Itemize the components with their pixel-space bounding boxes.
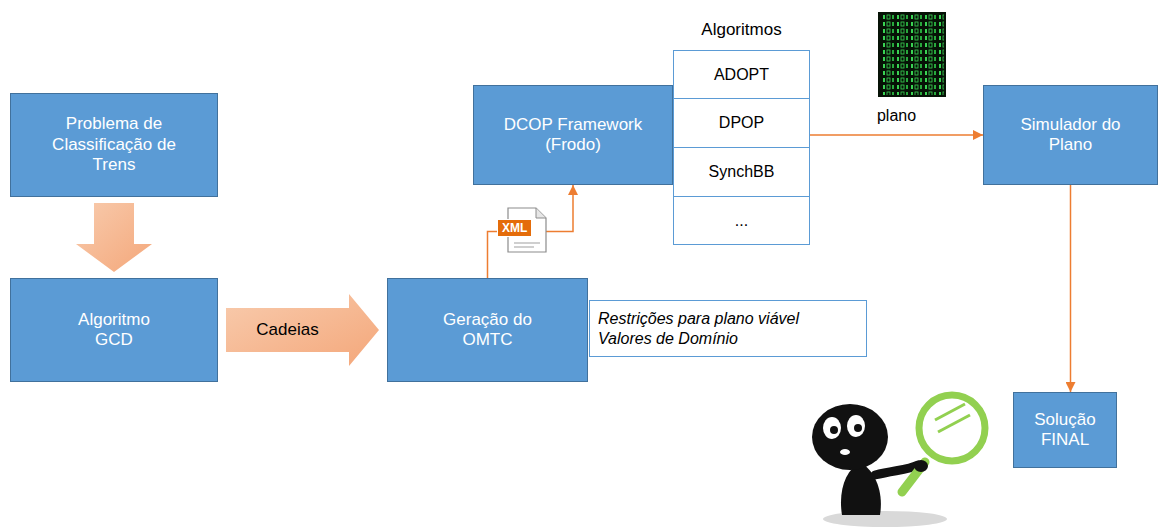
node-text: Simulador do Plano bbox=[1008, 115, 1133, 156]
mascot-body bbox=[841, 462, 881, 515]
node-text: Geração do OMTC bbox=[428, 310, 548, 351]
binary-digits bbox=[880, 14, 944, 95]
mascot-figure bbox=[812, 395, 985, 527]
note-box: Restrições para plano viávelValores de D… bbox=[589, 300, 867, 357]
file-line bbox=[514, 246, 534, 248]
node-text: Valores de Domínio bbox=[598, 329, 738, 349]
mascot-hand bbox=[914, 460, 928, 472]
node-text: Algoritmo GCD bbox=[59, 310, 169, 351]
mascot-pupil bbox=[830, 426, 838, 434]
flow-arrow bbox=[810, 134, 983, 136]
edge-label: Cadeias bbox=[256, 320, 318, 340]
glass-ring bbox=[919, 395, 985, 461]
flow-arrow bbox=[488, 185, 574, 278]
result-box: Solução FINAL bbox=[1013, 392, 1117, 468]
table-cell: ADOPT bbox=[673, 50, 810, 99]
binary-image bbox=[878, 12, 946, 97]
file-fold bbox=[536, 208, 546, 218]
node-text: DCOP Framework (Frodo) bbox=[486, 115, 661, 156]
process-box: Simulador do Plano bbox=[983, 85, 1158, 185]
block-arrow bbox=[76, 203, 152, 272]
node-text: DPOP bbox=[719, 114, 764, 132]
node-text: ADOPT bbox=[714, 66, 769, 84]
block-arrow bbox=[226, 294, 379, 366]
node-text: ... bbox=[735, 212, 748, 230]
glass-glint bbox=[935, 404, 965, 420]
table-cell: SynchBB bbox=[673, 148, 810, 197]
process-box: Algoritmo GCD bbox=[10, 278, 218, 382]
process-box: Geração do OMTC bbox=[387, 278, 588, 382]
node-text: Problema de Classificação de Trens bbox=[39, 114, 189, 175]
node-text: Solução FINAL bbox=[1025, 410, 1105, 451]
glass-glint bbox=[938, 415, 970, 432]
table-heading: Algoritmos bbox=[653, 20, 830, 40]
mascot-eye bbox=[823, 417, 841, 439]
edge-label: plano bbox=[874, 107, 919, 125]
algorithm-table: AlgoritmosADOPTDPOPSynchBB... bbox=[673, 50, 810, 245]
node-text: Restrições para plano viável bbox=[598, 309, 799, 329]
flow-arrow bbox=[1070, 185, 1072, 392]
mascot-head bbox=[812, 404, 888, 470]
file-line bbox=[514, 242, 540, 244]
table-cell: ... bbox=[673, 197, 810, 245]
node-text: SynchBB bbox=[709, 163, 775, 181]
file-type-tag: XML bbox=[497, 219, 532, 237]
process-box: Problema de Classificação de Trens bbox=[10, 93, 218, 197]
framework-box: DCOP Framework (Frodo) bbox=[473, 85, 673, 185]
binary-ground bbox=[878, 12, 946, 97]
table-cell: DPOP bbox=[673, 99, 810, 148]
mascot-eye bbox=[847, 415, 865, 437]
mascot-pupil bbox=[854, 424, 862, 432]
mascot-shadow bbox=[823, 511, 947, 527]
mascot-mouth bbox=[840, 449, 850, 455]
